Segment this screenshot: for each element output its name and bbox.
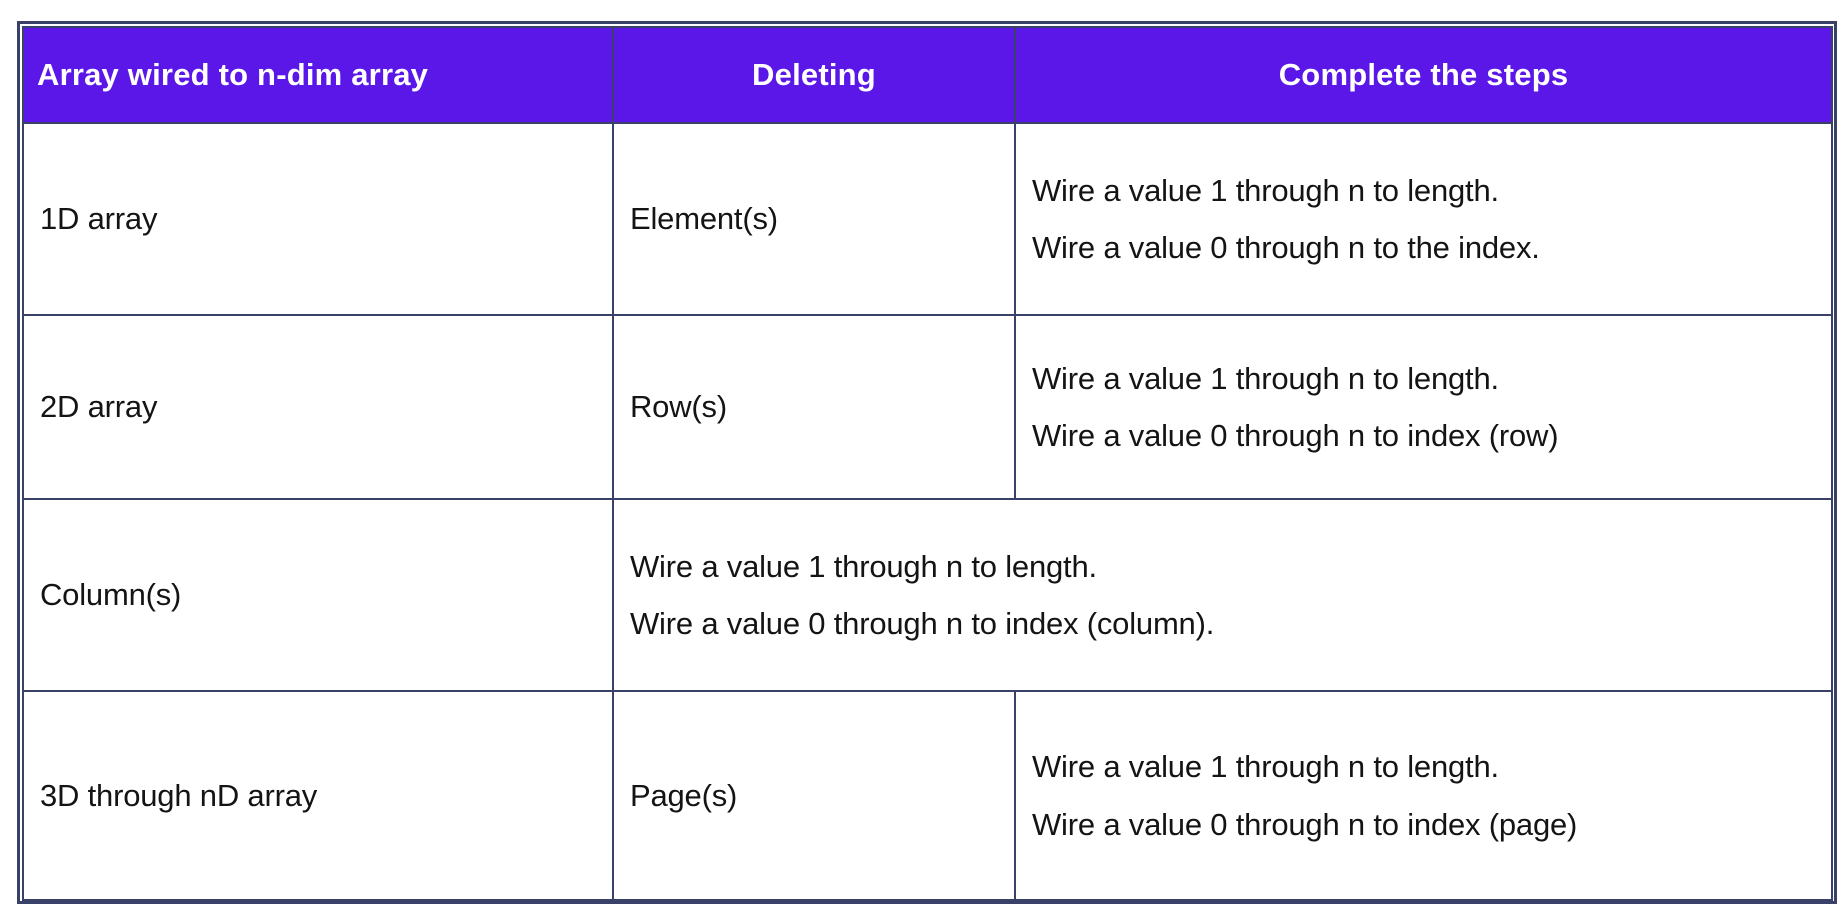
cell-array-type: 1D array	[22, 122, 614, 316]
header-cell-deleting: Deleting	[612, 26, 1016, 124]
cell-deleting: Page(s)	[612, 690, 1016, 901]
array-deletion-table: Array wired to n-dim array Deleting Comp…	[22, 26, 1833, 901]
step-line: Wire a value 1 through n to length.	[1032, 360, 1499, 396]
table-outer-frame: Array wired to n-dim array Deleting Comp…	[17, 21, 1837, 904]
cell-array-type: 3D through nD array	[22, 690, 614, 901]
cell-deleting: Row(s)	[612, 314, 1016, 500]
cell-steps: Wire a value 1 through n to length. Wire…	[1014, 690, 1833, 901]
table-row-columns: Column(s) Wire a value 1 through n to le…	[22, 498, 1833, 692]
step-line: Wire a value 1 through n to length.	[630, 548, 1097, 584]
step-line: Wire a value 0 through n to the index.	[1032, 230, 1540, 265]
header-cell-array-type: Array wired to n-dim array	[22, 26, 614, 124]
table-header-row: Array wired to n-dim array Deleting Comp…	[22, 26, 1833, 124]
cell-deleting: Element(s)	[612, 122, 1016, 316]
cell-array-type: 2D array	[22, 314, 614, 500]
table-row-1d-array: 1D array Element(s) Wire a value 1 throu…	[22, 122, 1833, 316]
header-cell-complete-steps: Complete the steps	[1014, 26, 1833, 124]
table-row-2d-array: 2D array Row(s) Wire a value 1 through n…	[22, 314, 1833, 500]
table-row-3d-array: 3D through nD array Page(s) Wire a value…	[22, 690, 1833, 901]
step-line: Wire a value 1 through n to length.	[1032, 172, 1499, 208]
cell-steps: Wire a value 1 through n to length. Wire…	[1014, 314, 1833, 500]
step-line: Wire a value 1 through n to length.	[1032, 749, 1499, 785]
step-line: Wire a value 0 through n to index (page)	[1032, 806, 1578, 842]
step-line: Wire a value 0 through n to index (row)	[1032, 418, 1559, 453]
cell-array-type: Column(s)	[22, 498, 614, 692]
cell-steps: Wire a value 1 through n to length. Wire…	[1014, 122, 1833, 316]
step-line: Wire a value 0 through n to index (colum…	[630, 606, 1215, 641]
cell-steps-merged: Wire a value 1 through n to length. Wire…	[612, 498, 1833, 692]
